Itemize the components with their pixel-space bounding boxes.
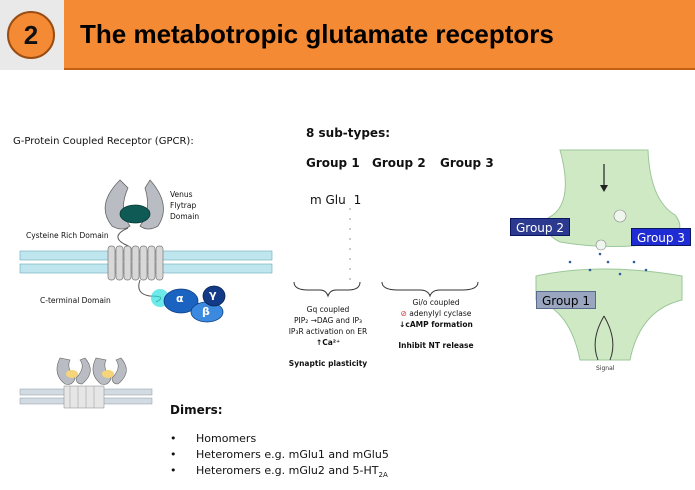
- dimer-item-mglu2-5ht2a: Heteromers e.g. mGlu2 and 5-HT2A: [170, 464, 389, 480]
- group1-heading: Group 1: [306, 156, 360, 170]
- g1-line2: PIP₂ →DAG and IP₃: [293, 316, 362, 325]
- group1-tag: Group 1: [536, 291, 596, 309]
- group2-heading: Group 2: [372, 156, 426, 170]
- cysteine-label: Cysteine Rich Domain: [26, 231, 109, 240]
- venus-label-3: Domain: [170, 212, 200, 221]
- subtypes-title: 8 sub-types:: [306, 126, 391, 140]
- venus-flytrap-shape: [104, 179, 164, 230]
- group23-effects: Gi/o coupled ⊘ adenylyl cyclase ↓cAMP fo…: [380, 297, 492, 351]
- venus-label-2: Flytrap: [170, 201, 197, 210]
- synapse-illustration: [535, 149, 683, 361]
- group1-effects: Gq coupled PIP₂ →DAG and IP₃ IP₃R activa…: [270, 304, 386, 369]
- venus-label-1: Venus: [170, 190, 193, 199]
- g23-line2-text: adenylyl cyclase: [406, 309, 472, 318]
- inhibit-icon: ⊘: [400, 309, 407, 318]
- g1-line3: IP₃R activation on ER: [288, 327, 368, 336]
- g-protein: [151, 285, 226, 323]
- g23-line1: Gi/o coupled: [412, 298, 460, 307]
- g1-outcome: Synaptic plasticity: [288, 359, 368, 368]
- dimer-diagram: [19, 357, 153, 409]
- dimers-list: Homomers Heteromers e.g. mGlu1 and mGlu5…: [170, 432, 389, 480]
- alpha-label: α: [176, 292, 184, 305]
- g23-outcome: Inhibit NT release: [398, 341, 474, 350]
- dimer-item-3-text: Heteromers e.g. mGlu2 and 5-HT: [196, 464, 379, 477]
- g1-line4: ↑Ca²⁺: [315, 338, 341, 347]
- group3-tag: Group 3: [631, 228, 691, 246]
- dimers-title: Dimers:: [170, 403, 223, 417]
- group3-heading: Group 3: [440, 156, 494, 170]
- cterminal-label: C-terminal Domain: [40, 296, 111, 305]
- mglu-prefix: m Glu: [310, 193, 346, 207]
- mglu-label: m Glu 1: [310, 193, 361, 207]
- gpcr-title: G-Protein Coupled Receptor (GPCR):: [13, 136, 194, 147]
- group23-brace: [381, 281, 479, 298]
- transmembrane-helices: [107, 245, 164, 281]
- mglu-number: 1: [353, 193, 362, 207]
- slide-number-badge: 2: [7, 11, 55, 59]
- gamma-label: γ: [209, 288, 217, 301]
- group2-tag: Group 2: [510, 218, 570, 236]
- g23-line2: ⊘ adenylyl cyclase: [380, 308, 492, 319]
- slide-title: The metabotropic glutamate receptors: [80, 19, 554, 49]
- header-bar: [64, 0, 695, 70]
- beta-label: β: [202, 305, 210, 318]
- g23-line3: ↓cAMP formation: [399, 320, 473, 329]
- dimer-item-mglu1-mglu5: Heteromers e.g. mGlu1 and mGlu5: [170, 448, 389, 464]
- dimer-item-3-sub: 2A: [378, 471, 388, 480]
- g1-line1: Gq coupled: [306, 305, 350, 314]
- signal-label: Signal: [596, 365, 615, 372]
- dimer-item-homomers: Homomers: [170, 432, 389, 448]
- group1-brace: [293, 281, 361, 298]
